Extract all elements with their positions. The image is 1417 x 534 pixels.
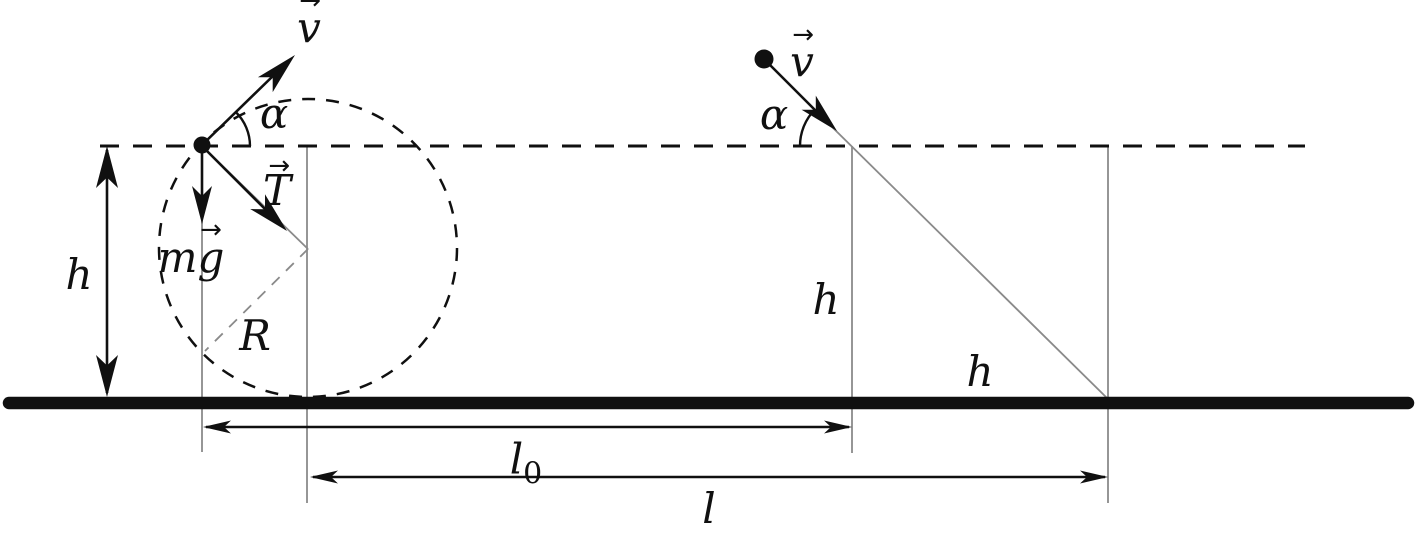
height-dimension-arrow — [96, 146, 118, 397]
vector-arrow-accent: → — [268, 151, 291, 181]
angle-symbol-right: α — [759, 90, 789, 139]
tension-vector-shaft — [201, 145, 267, 211]
velocity-vector-left — [201, 55, 295, 146]
trajectory-line — [827, 122, 1109, 400]
height-symbol-right: h — [966, 347, 994, 396]
radius-dashed-line — [204, 248, 309, 352]
height-label-right: h — [966, 351, 993, 393]
l0-label: l0 — [510, 438, 543, 492]
gravity-symbol: g — [197, 233, 225, 282]
l-dimension-arrow — [310, 470, 1108, 484]
l-arrow-right-head — [1080, 470, 1108, 484]
velocity-left-head — [257, 55, 295, 93]
l0-arrow-right-head — [824, 420, 852, 434]
velocity-symbol-right: v — [790, 37, 814, 86]
height-label-left: h — [65, 254, 92, 296]
l0-arrow-left-head — [203, 420, 231, 434]
velocity-label-right: → v — [790, 22, 814, 83]
vector-arrow-accent: → — [200, 215, 222, 245]
gravity-force-vector — [192, 146, 212, 224]
height-label-mid: h — [812, 279, 839, 321]
velocity-vector-right — [763, 58, 837, 131]
projectile-ball — [754, 49, 774, 69]
velocity-right-shaft — [763, 58, 818, 113]
angle-symbol-left: α — [259, 89, 289, 138]
l0-subscript: 0 — [523, 456, 543, 492]
vector-arrow-accent: → — [792, 20, 815, 50]
radius-label: R — [239, 315, 271, 357]
weight-label: → mg — [158, 217, 225, 279]
angle-arc-right — [798, 108, 817, 147]
height-arrow-up-head — [96, 146, 118, 188]
tension-label: → T — [263, 153, 291, 212]
tension-vector-head — [250, 194, 287, 231]
radius-symbol: R — [239, 311, 271, 360]
velocity-right-head — [801, 95, 837, 131]
l0-symbol: l — [509, 434, 524, 484]
vector-arrow-accent: → — [299, 0, 322, 16]
angle-label-left: α — [260, 93, 288, 135]
angle-label-right: α — [760, 94, 788, 136]
angle-arc-left — [235, 111, 252, 147]
velocity-label-left: → v — [297, 0, 321, 49]
gravity-vector-head — [192, 186, 212, 224]
tension-symbol: T — [262, 166, 292, 215]
l0-dimension-arrow — [203, 420, 852, 434]
height-symbol-mid: h — [812, 275, 840, 324]
height-arrow-down-head — [96, 355, 118, 397]
height-symbol-left: h — [65, 250, 93, 299]
velocity-symbol-left: v — [297, 3, 321, 52]
mass-symbol: m — [157, 233, 198, 282]
velocity-left-shaft — [201, 73, 276, 146]
tension-force-vector — [201, 145, 287, 231]
l-label: l — [702, 488, 715, 530]
circular-path-dashed-circle — [157, 97, 459, 399]
ball-on-circular-path — [193, 136, 211, 154]
l-arrow-left-head — [310, 470, 338, 484]
l-symbol: l — [702, 484, 716, 533]
